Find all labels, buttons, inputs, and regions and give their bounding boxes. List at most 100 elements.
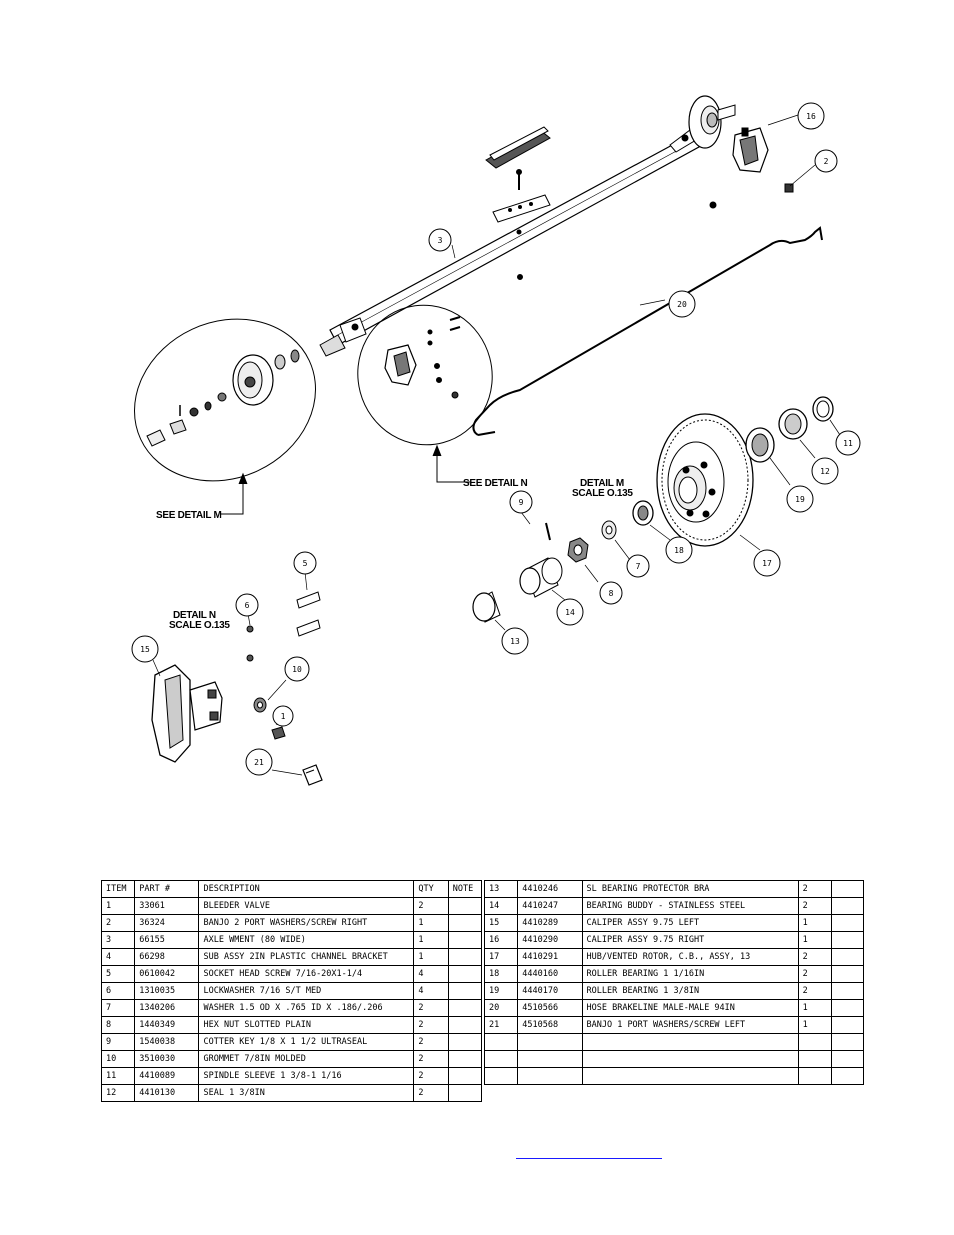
bom-cell: CALIPER ASSY 9.75 RIGHT [581, 931, 799, 949]
bom-cell [447, 1084, 483, 1102]
balloon-14: 14 [565, 608, 575, 617]
bom-cell: 2 [797, 897, 832, 915]
detail-n-scale: SCALE O.135 [169, 620, 230, 631]
bom-cell: 1 [100, 897, 136, 915]
balloon-16: 16 [806, 112, 816, 121]
bom-cell [830, 931, 865, 949]
bom-cell [830, 897, 865, 915]
bom-cell [830, 880, 865, 898]
balloon-2: 2 [824, 157, 829, 166]
bom-cell [517, 1050, 583, 1068]
bom-cell: 66298 [134, 948, 200, 966]
bom-cell [483, 1033, 519, 1051]
bom-cell: 14 [483, 897, 519, 915]
bom-cell [830, 999, 865, 1017]
bom-cell: 4410289 [517, 914, 583, 932]
bom-cell [447, 1016, 483, 1034]
banjo-bolt [784, 183, 794, 193]
bom-cell: 1 [797, 999, 832, 1017]
bom-cell: 18 [483, 965, 519, 983]
see-detail-m-label: SEE DETAIL M [156, 510, 221, 521]
bom-cell [797, 1050, 832, 1068]
leader-arrow [238, 472, 248, 485]
bom-cell: 1 [797, 1016, 832, 1034]
cotter-key-9 [545, 522, 551, 541]
bom-cell: 4 [100, 948, 136, 966]
bom-cell: WASHER 1.5 OD X .765 ID X .186/.206 [198, 999, 415, 1017]
detail-m-title: DETAIL M [580, 478, 624, 489]
bom-cell: 4410089 [134, 1067, 200, 1085]
bearing-18 [632, 500, 654, 526]
right-hub-assembly [688, 95, 736, 149]
bom-cell: 2 [797, 948, 832, 966]
bom-cell: BANJO 1 PORT WASHERS/SCREW LEFT [581, 1016, 799, 1034]
see-detail-m-leader [220, 476, 244, 515]
exploded-assembly-drawing: 16 2 3 20 11 12 19 17 18 7 8 9 14 13 5 6… [131, 95, 861, 786]
footer-link-underline[interactable] [516, 1158, 662, 1159]
lockwasher-6 [246, 625, 254, 633]
bom-cell [447, 931, 483, 949]
balloon-11: 11 [843, 439, 853, 448]
balloon-12: 12 [820, 467, 830, 476]
bom-cell [581, 1033, 799, 1051]
screws-5 [296, 591, 321, 637]
bom-cell: 66155 [134, 931, 200, 949]
bom-cell: COTTER KEY 1/8 X 1 1/2 ULTRASEAL [198, 1033, 415, 1051]
bom-cell [447, 965, 483, 983]
loose-part-dot [517, 274, 523, 280]
balloon-15: 15 [140, 645, 150, 654]
channel-bracket [485, 126, 551, 223]
table-row [483, 1067, 865, 1085]
bom-cell [483, 1050, 519, 1068]
bom-cell: 2 [413, 1067, 449, 1085]
bom-cell [447, 1067, 483, 1085]
bom-cell [830, 1067, 865, 1085]
bearing-19 [745, 427, 775, 463]
balloon-group [152, 114, 841, 776]
bom-cell: 4410246 [517, 880, 583, 898]
balloon-7: 7 [636, 562, 641, 571]
bom-cell [830, 1050, 865, 1068]
bom-cell: 33061 [134, 897, 200, 915]
bom-cell [517, 1033, 583, 1051]
bom-cell: SPINDLE SLEEVE 1 3/8-1 1/16 [198, 1067, 415, 1085]
bom-cell: 13 [483, 880, 519, 898]
balloon-21: 21 [254, 758, 264, 767]
bom-cell: 6 [100, 982, 136, 1000]
bom-cell [447, 897, 483, 915]
bom-cell: 1540038 [134, 1033, 200, 1051]
bom-cell: ROLLER BEARING 1 1/16IN [581, 965, 799, 983]
washer-7 [601, 520, 617, 540]
detail-n-title: DETAIL N [173, 610, 216, 621]
bom-cell: CALIPER ASSY 9.75 LEFT [581, 914, 799, 932]
bom-cell: 4510568 [517, 1016, 583, 1034]
bom-cell: LOCKWASHER 7/16 S/T MED [198, 982, 415, 1000]
balloon-1: 1 [281, 712, 286, 721]
bom-cell: 4410290 [517, 931, 583, 949]
bom-cell: 17 [483, 948, 519, 966]
bom-cell: HEX NUT SLOTTED PLAIN [198, 1016, 415, 1034]
balloon-circles [131, 102, 861, 776]
bom-cell: BLEEDER VALVE [198, 897, 415, 915]
bom-cell: 4440160 [517, 965, 583, 983]
hex-nut-8 [567, 537, 589, 563]
bom-cell: HUB/VENTED ROTOR, C.B., ASSY, 13 [581, 948, 799, 966]
bom-cell [830, 914, 865, 932]
bom-cell: 2 [413, 1050, 449, 1068]
bom-cell: GROMMET 7/8IN MOLDED [198, 1050, 415, 1068]
loose-part-dot [709, 201, 717, 209]
bom-cell: BEARING BUDDY - STAINLESS STEEL [581, 897, 799, 915]
bom-cell: 1310035 [134, 982, 200, 1000]
bom-cell: 4 [413, 965, 449, 983]
